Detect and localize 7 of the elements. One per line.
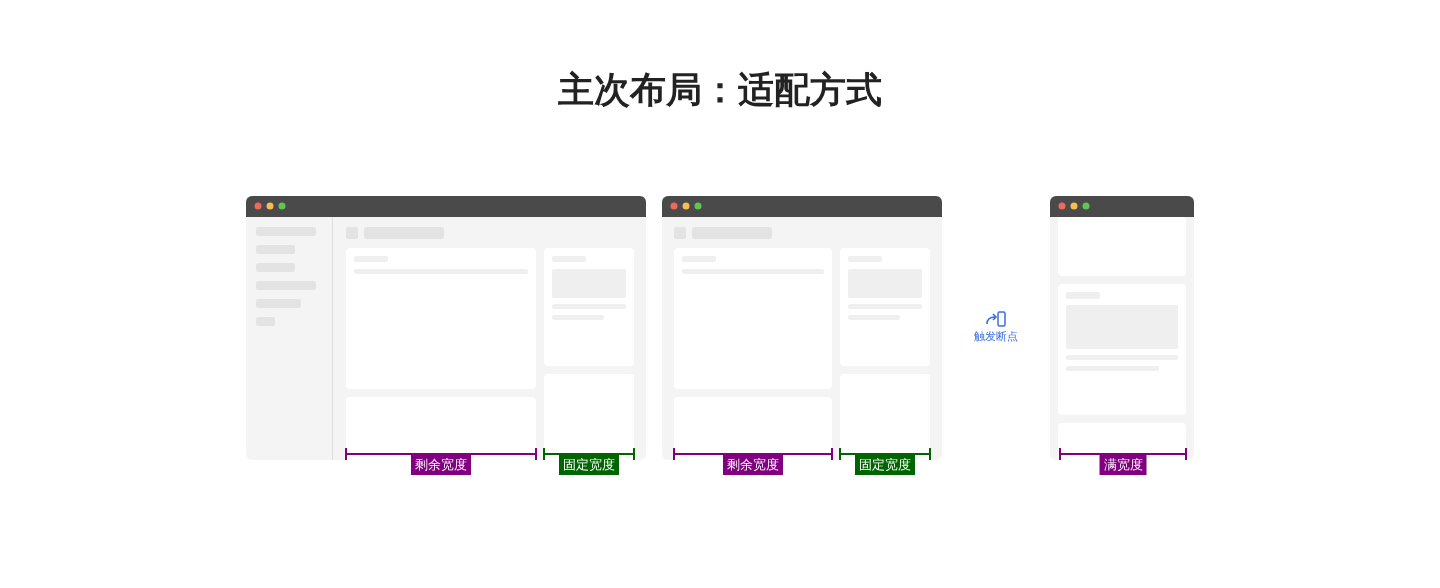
width-label: 剩余宽度: [723, 455, 783, 475]
breakpoint-caption: 触发断点: [974, 330, 1018, 344]
width-label: 固定宽度: [559, 455, 619, 475]
width-label: 固定宽度: [855, 455, 915, 475]
width-label: 剩余宽度: [411, 455, 471, 475]
title: 主次布局：适配方式: [557, 68, 883, 112]
width-label: 满宽度: [1099, 455, 1147, 475]
